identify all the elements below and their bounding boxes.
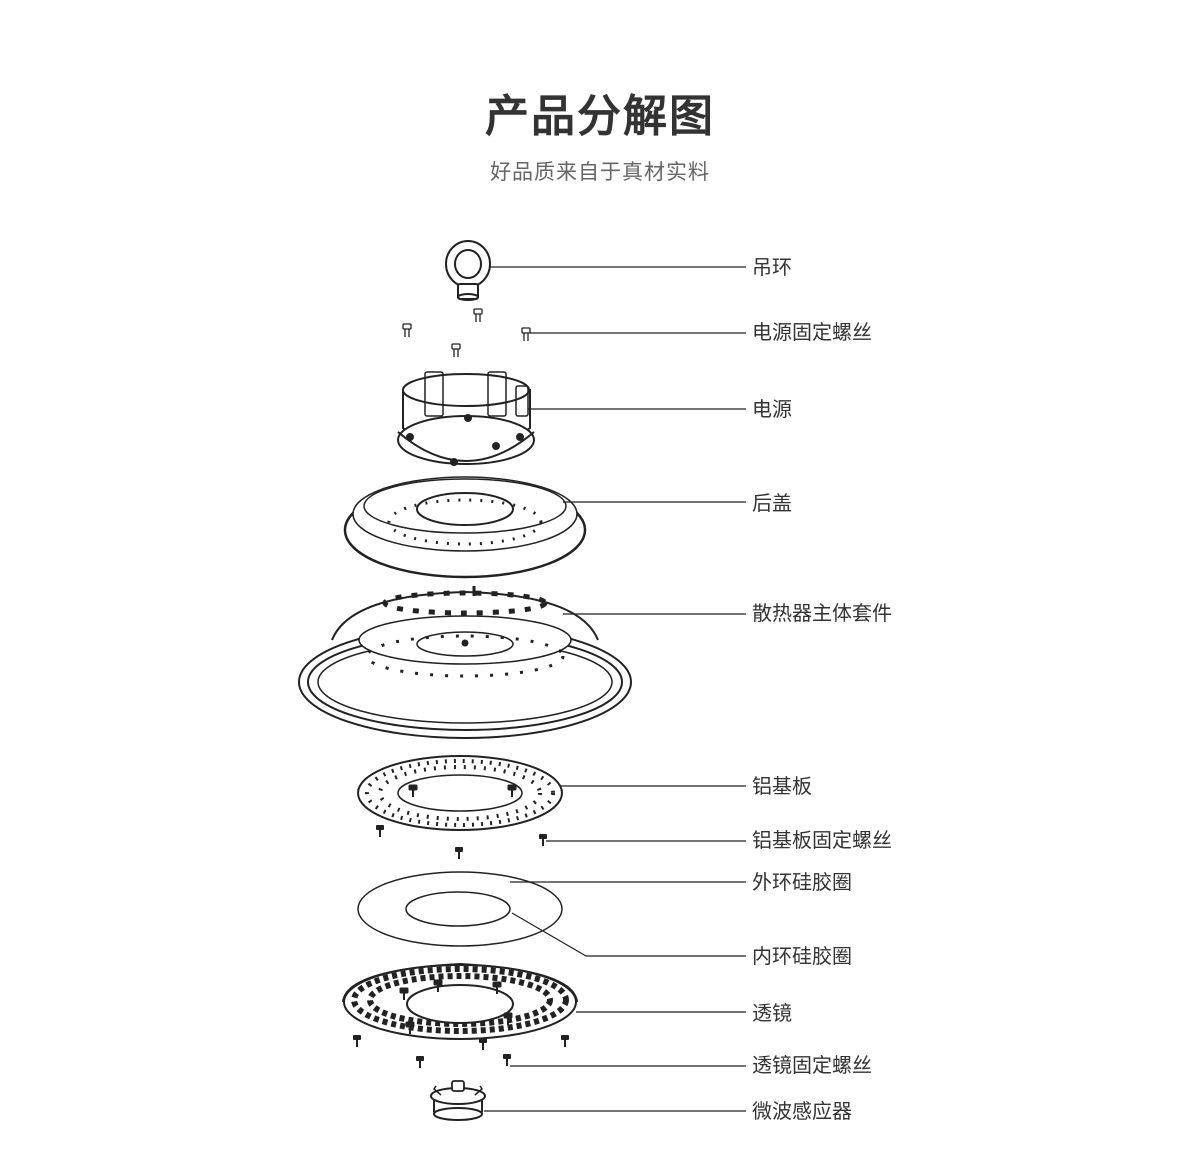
label-driver: 电源 — [752, 397, 792, 421]
page-title: 产品分解图 — [485, 91, 715, 142]
inner-seal-part — [405, 891, 511, 927]
aluminum-board-part — [357, 755, 563, 831]
label-back-cover: 后盖 — [752, 491, 792, 515]
leader-lines — [484, 266, 746, 1112]
driver-part — [397, 371, 535, 466]
label-inner-seal: 内环硅胶圈 — [752, 944, 852, 968]
lifting-ring-part — [445, 240, 491, 301]
label-driver-screws: 电源固定螺丝 — [752, 320, 872, 344]
label-outer-seal: 外环硅胶圈 — [752, 870, 852, 894]
label-lens: 透镜 — [752, 1001, 792, 1025]
label-lifting-ring: 吊环 — [752, 255, 792, 279]
page-subtitle: 好品质来自于真材实料 — [490, 160, 710, 184]
lens-part — [342, 962, 578, 1040]
label-microwave-sensor: 微波感应器 — [752, 1099, 852, 1123]
back-cover-part — [343, 476, 587, 579]
microwave-sensor-part — [430, 1080, 486, 1121]
label-lens-screws: 透镜固定螺丝 — [752, 1053, 872, 1077]
driver-screws-part — [402, 308, 531, 358]
heatsink-part — [298, 586, 632, 739]
label-board-screws: 铝基板固定螺丝 — [752, 828, 892, 852]
label-heatsink: 散热器主体套件 — [752, 601, 892, 625]
label-aluminum-board: 铝基板 — [752, 774, 812, 798]
